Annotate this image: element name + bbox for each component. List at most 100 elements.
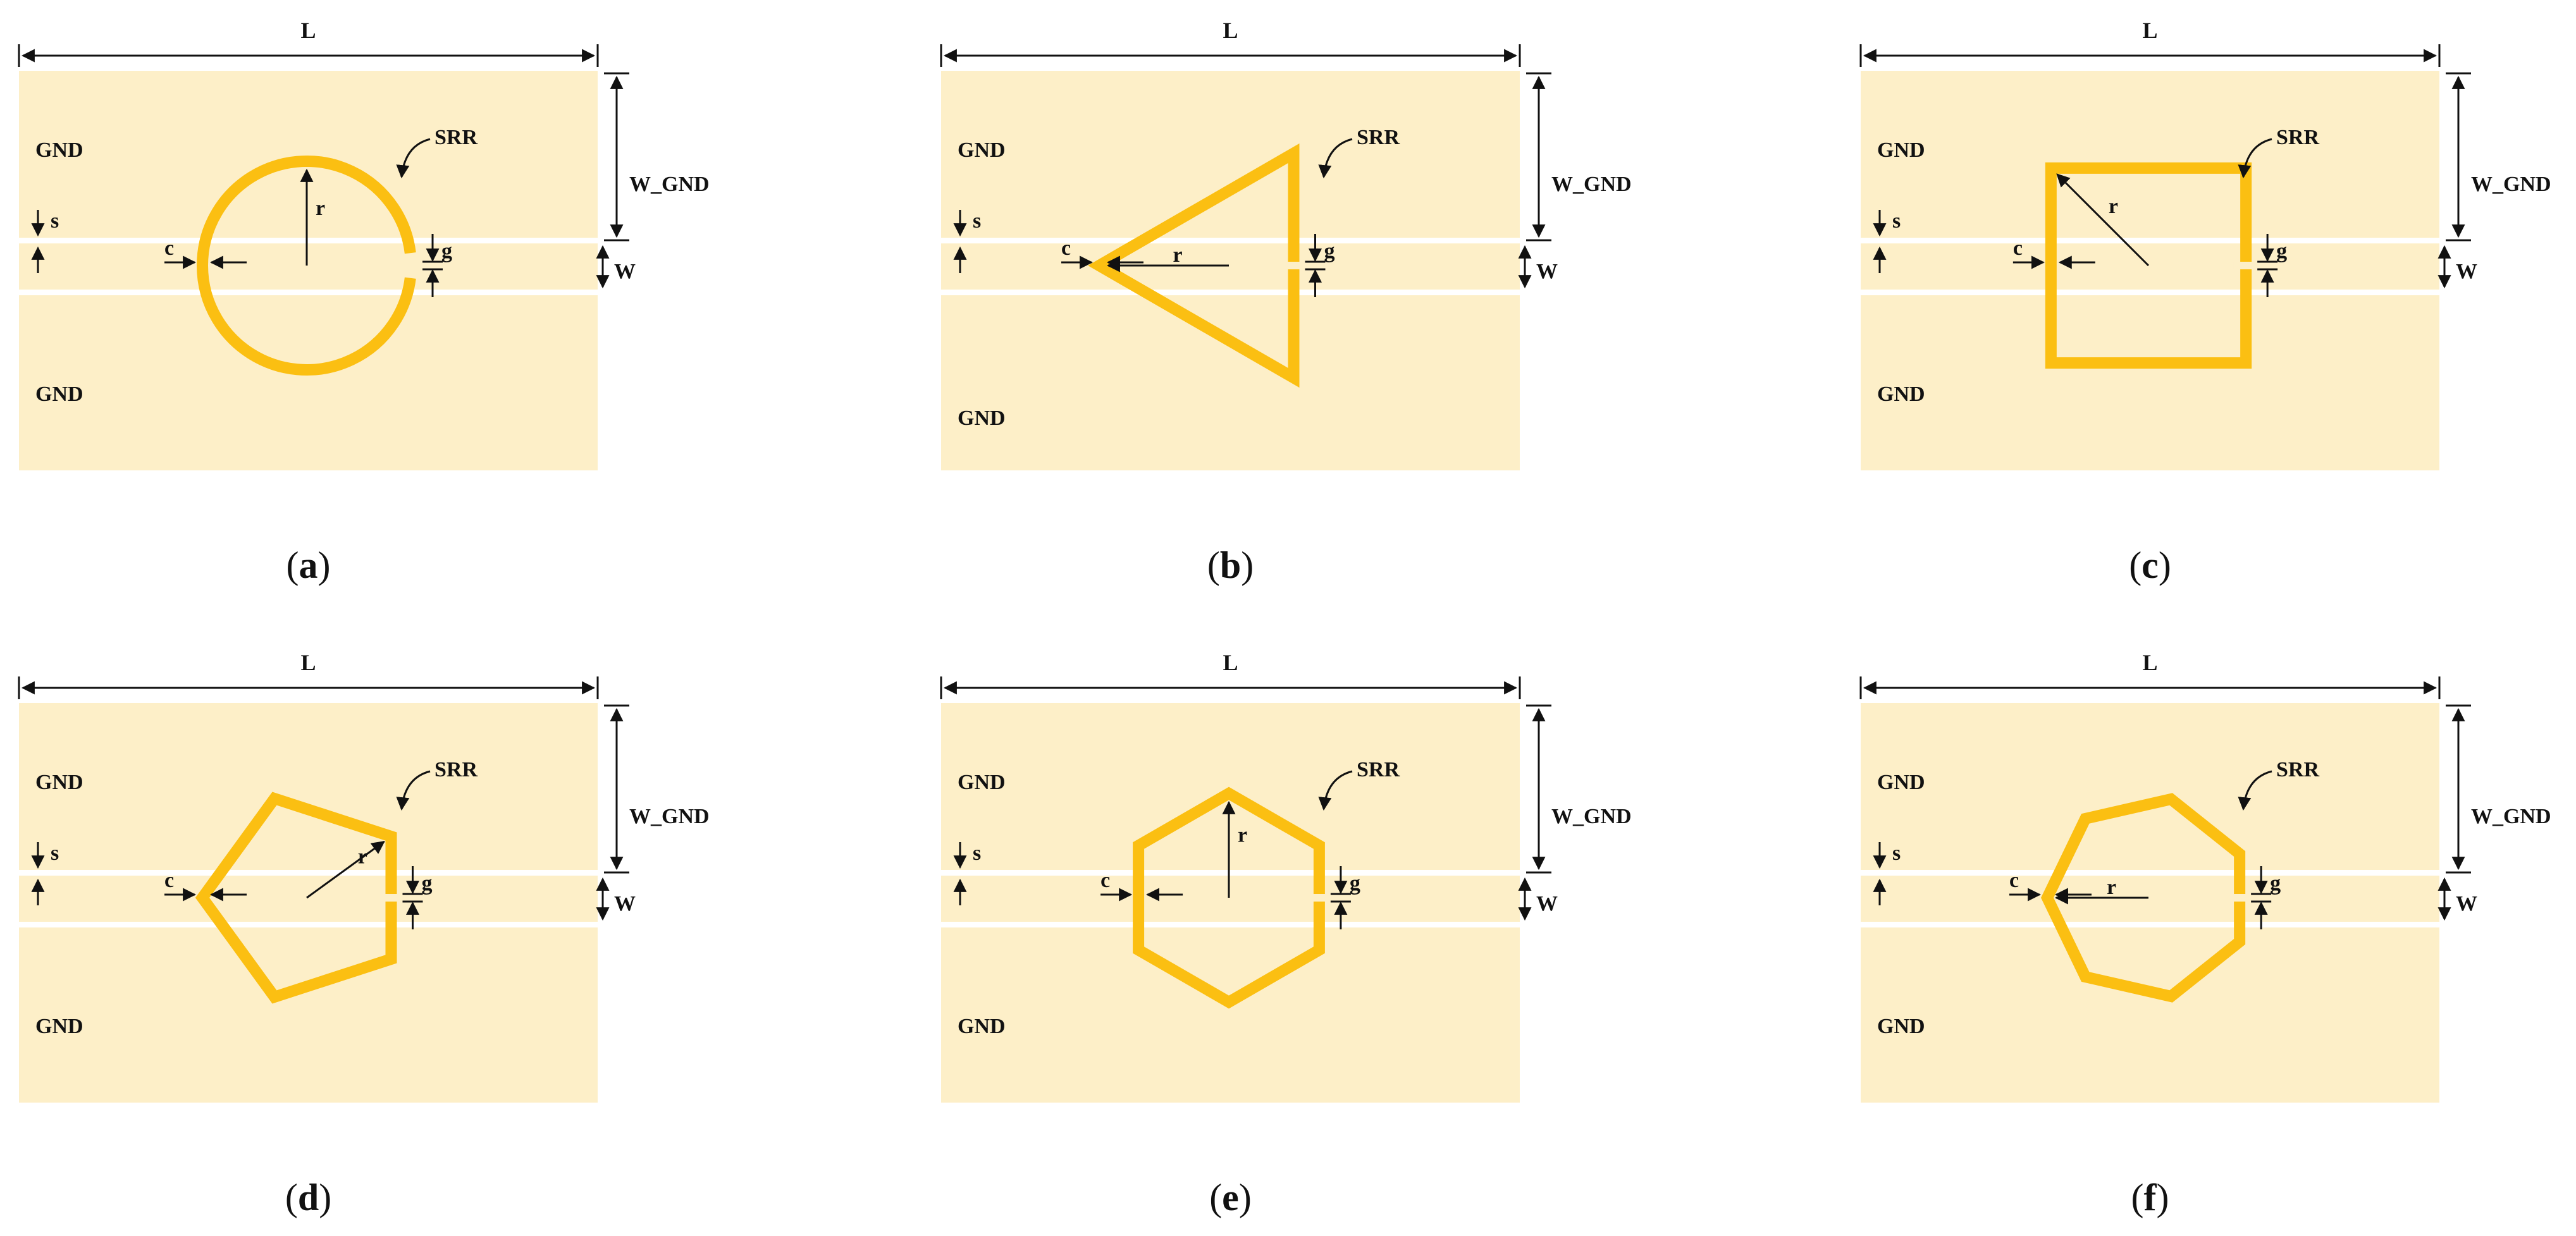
caption-letter: c (2142, 544, 2159, 586)
slot-line-top (19, 870, 598, 876)
srr-pointer (2238, 138, 2272, 179)
gnd-label-top: GND (958, 771, 1006, 794)
radius-label: r (358, 845, 367, 869)
gnd-label-bottom: GND (1877, 382, 1925, 406)
radius-label: r (2107, 876, 2116, 899)
g-label: g (2270, 872, 2281, 895)
gnd-label-top: GND (35, 771, 83, 794)
slot-line-top (1861, 870, 2439, 876)
length-label: L (300, 650, 316, 675)
length-label: L (2142, 18, 2157, 43)
g-label: g (441, 240, 452, 263)
g-label: g (1350, 872, 1360, 895)
srr-label: SRR (1357, 758, 1400, 781)
c-label: c (164, 236, 174, 260)
caption-open: ( (2129, 544, 2142, 586)
srr-gap (2227, 894, 2253, 902)
substrate (1861, 703, 2439, 1103)
caption-close: ) (2156, 1177, 2169, 1218)
caption-open: ( (1209, 1177, 1222, 1218)
panel-caption: (d) (285, 1177, 331, 1218)
length-label: L (300, 18, 316, 43)
srr-pointer (2238, 770, 2272, 811)
srr-label: SRR (2276, 758, 2319, 781)
c-label: c (164, 869, 174, 892)
s-label: s (1892, 841, 1901, 865)
srr-label: SRR (434, 758, 478, 781)
srr-pointer (396, 770, 431, 811)
radius-label: r (1238, 824, 1247, 847)
caption-letter: f (2144, 1177, 2157, 1218)
srr-gap (2233, 262, 2259, 269)
caption-letter: d (298, 1177, 319, 1218)
c-label: c (1100, 869, 1110, 892)
g-label: g (421, 872, 432, 895)
gnd-label-bottom: GND (35, 1015, 83, 1038)
srr-gap (1306, 894, 1332, 902)
srr-ring (2045, 162, 2252, 369)
srr-gap (378, 894, 404, 902)
slot-line-top (941, 238, 1520, 243)
srr-pointer (1318, 138, 1353, 179)
caption-letter: a (299, 544, 318, 586)
c-label: c (2009, 869, 2019, 892)
gnd-label-bottom: GND (958, 1015, 1006, 1038)
substrate (941, 71, 1520, 470)
s-label: s (1892, 209, 1901, 233)
w-label: W (2456, 892, 2477, 915)
srr-label: SRR (434, 126, 478, 149)
caption-open: ( (1207, 544, 1220, 586)
caption-open: ( (287, 544, 299, 586)
w-label: W (1536, 892, 1558, 915)
slot-line-bottom (1861, 922, 2439, 927)
panel-caption: (a) (287, 544, 331, 586)
caption-letter: b (1220, 544, 1241, 586)
g-label: g (1324, 240, 1335, 263)
gnd-label-top: GND (1877, 138, 1925, 162)
gnd-label-top: GND (1877, 771, 1925, 794)
panel-caption: (e) (1209, 1177, 1252, 1218)
srr-pointer (1318, 770, 1353, 811)
slot-line-top (19, 238, 598, 243)
w-label: W (614, 260, 636, 283)
substrate (19, 71, 598, 470)
wgnd-label: W_GND (629, 173, 710, 196)
slot-line-bottom (941, 290, 1520, 295)
srr-pointer (396, 138, 431, 179)
slot-line-bottom (19, 922, 598, 927)
slot-line-top (941, 870, 1520, 876)
slot-line-bottom (1861, 290, 2439, 295)
wgnd-label: W_GND (2471, 805, 2551, 828)
caption-close: ) (319, 1177, 331, 1218)
srr-ring (197, 156, 416, 376)
srr-gap (1281, 262, 1307, 269)
caption-open: ( (2131, 1177, 2144, 1218)
caption-close: ) (318, 544, 331, 586)
gnd-label-top: GND (958, 138, 1006, 162)
gnd-label-top: GND (35, 138, 83, 162)
caption-close: ) (1241, 544, 1254, 586)
substrate (941, 703, 1520, 1103)
c-label: c (2013, 236, 2023, 260)
caption-close: ) (1239, 1177, 1252, 1218)
gnd-label-bottom: GND (958, 407, 1006, 430)
gnd-label-bottom: GND (35, 382, 83, 406)
w-label: W (614, 892, 636, 915)
srr-label: SRR (1357, 126, 1400, 149)
panel-caption: (f) (2131, 1177, 2169, 1218)
radius-arrow (306, 841, 385, 899)
w-label: W (2456, 260, 2477, 283)
wgnd-label: W_GND (1551, 805, 1632, 828)
panel-caption: (b) (1207, 544, 1254, 586)
substrate (1861, 71, 2439, 470)
caption-letter: e (1222, 1177, 1239, 1218)
radius-arrow (2056, 173, 2150, 267)
srr-ring (1133, 786, 1325, 1009)
